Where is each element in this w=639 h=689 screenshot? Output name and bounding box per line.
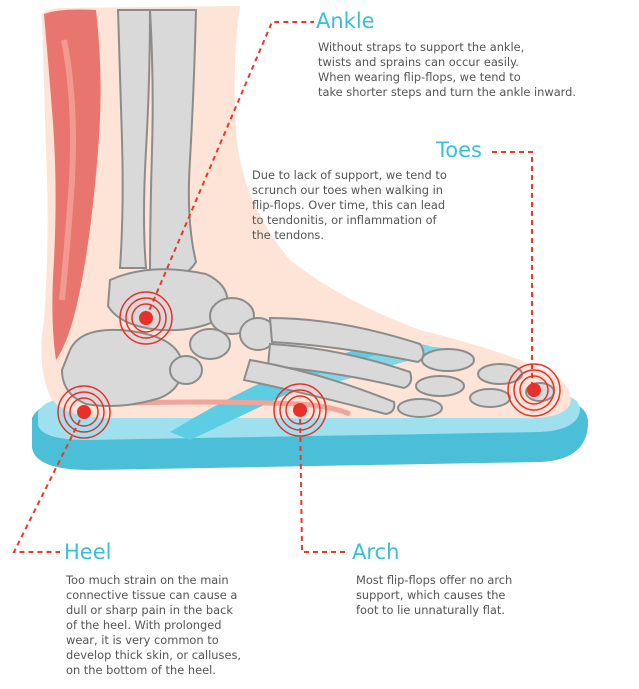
leg-bones bbox=[118, 10, 196, 280]
arch-description: Most flip-flops offer no arch support, w… bbox=[356, 573, 512, 618]
toes-description-line: the tendons. bbox=[252, 228, 447, 243]
heel-description-line: Too much strain on the main bbox=[66, 573, 241, 588]
toes-description-line: scrunch our toes when walking in bbox=[252, 183, 447, 198]
ankle-description-line: take shorter steps and turn the ankle in… bbox=[318, 85, 576, 100]
ankle-description-line: When wearing flip-flops, we tend to bbox=[318, 70, 576, 85]
arch-description-line: Most flip-flops offer no arch bbox=[356, 573, 512, 588]
heel-label: Heel bbox=[64, 540, 111, 564]
arch-label: Arch bbox=[352, 540, 399, 564]
ankle-description-line: twists and sprains can occur easily. bbox=[318, 55, 576, 70]
toes-description-line: to tendonitis, or inflammation of bbox=[252, 213, 447, 228]
heel-description-line: dull or sharp pain in the back bbox=[66, 603, 241, 618]
arch-description-line: foot to lie unnaturally flat. bbox=[356, 603, 512, 618]
toes-description: Due to lack of support, we tend to scrun… bbox=[252, 168, 447, 243]
ankle-description: Without straps to support the ankle, twi… bbox=[318, 40, 576, 100]
toes-description-line: flip-flops. Over time, this can lead bbox=[252, 198, 447, 213]
heel-description-line: connective tissue can cause a bbox=[66, 588, 241, 603]
heel-description-line: develop thick skin, or calluses, bbox=[66, 648, 241, 663]
ankle-label: Ankle bbox=[316, 9, 375, 33]
heel-description: Too much strain on the main connective t… bbox=[66, 573, 241, 678]
toes-label: Toes bbox=[436, 138, 482, 162]
heel-description-line: of the heel. With prolonged bbox=[66, 618, 241, 633]
arch-description-line: support, which causes the bbox=[356, 588, 512, 603]
heel-description-line: on the bottom of the heel. bbox=[66, 663, 241, 678]
toes-description-line: Due to lack of support, we tend to bbox=[252, 168, 447, 183]
heel-description-line: wear, it is very common to bbox=[66, 633, 241, 648]
ankle-description-line: Without straps to support the ankle, bbox=[318, 40, 576, 55]
